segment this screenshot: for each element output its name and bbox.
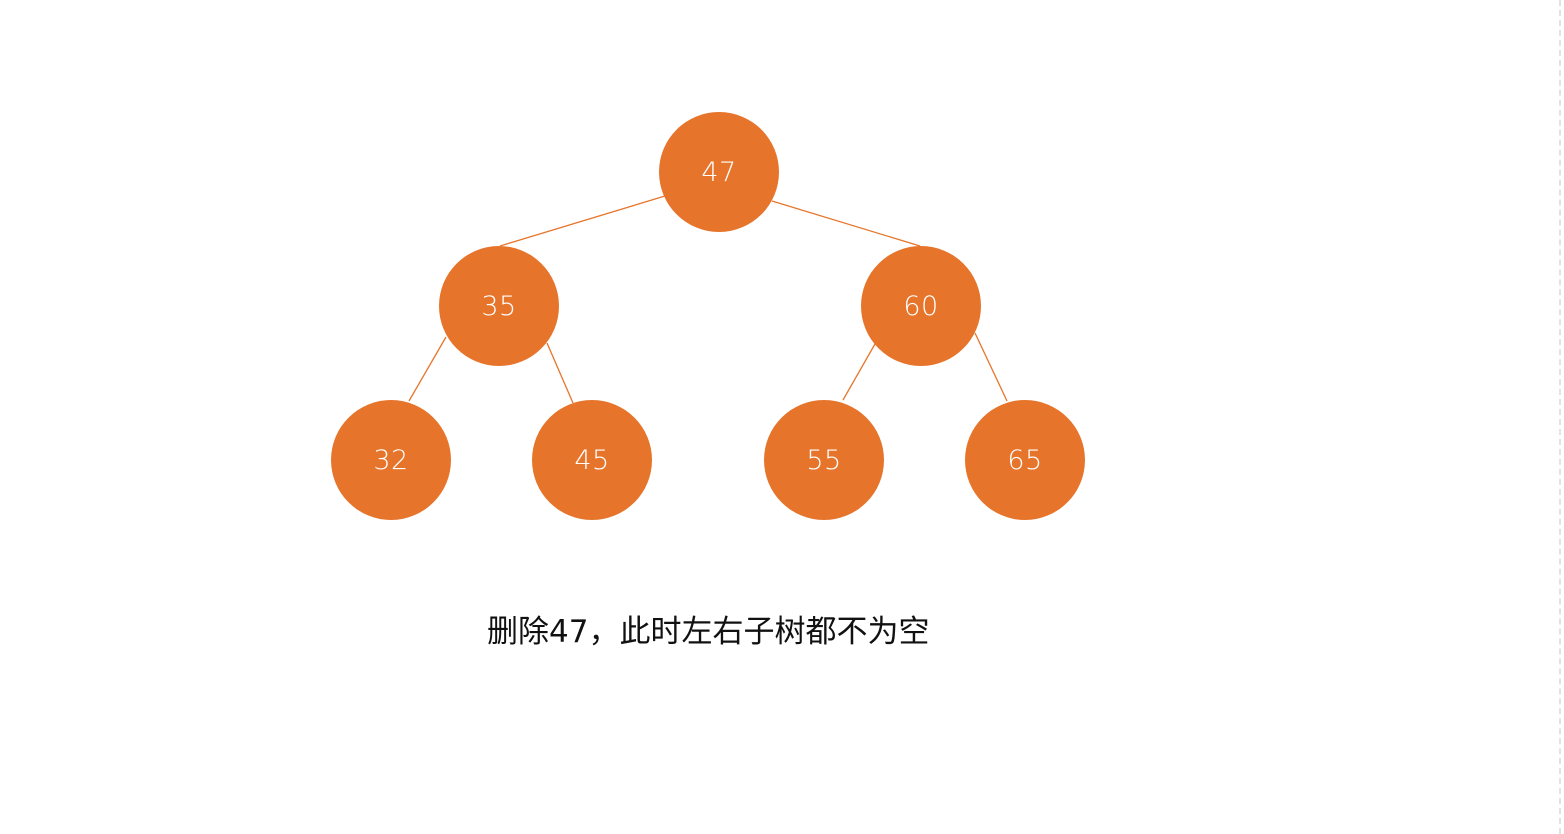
- tree-node-55: 55: [764, 400, 884, 520]
- edge-60-55: [842, 343, 876, 401]
- edge-35-32: [408, 336, 447, 402]
- page-edge-divider: [1559, 0, 1561, 834]
- tree-node-47: 47: [659, 112, 779, 232]
- tree-node-60: 60: [861, 246, 981, 366]
- tree-node-45: 45: [532, 400, 652, 520]
- edge-35-45: [546, 342, 574, 404]
- tree-node-65: 65: [965, 400, 1085, 520]
- edge-47-60: [771, 200, 921, 247]
- edge-60-65: [974, 332, 1008, 402]
- tree-node-35: 35: [439, 246, 559, 366]
- tree-node-32: 32: [331, 400, 451, 520]
- edge-47-35: [499, 195, 666, 247]
- diagram-caption: 删除47，此时左右子树都不为空: [487, 614, 930, 650]
